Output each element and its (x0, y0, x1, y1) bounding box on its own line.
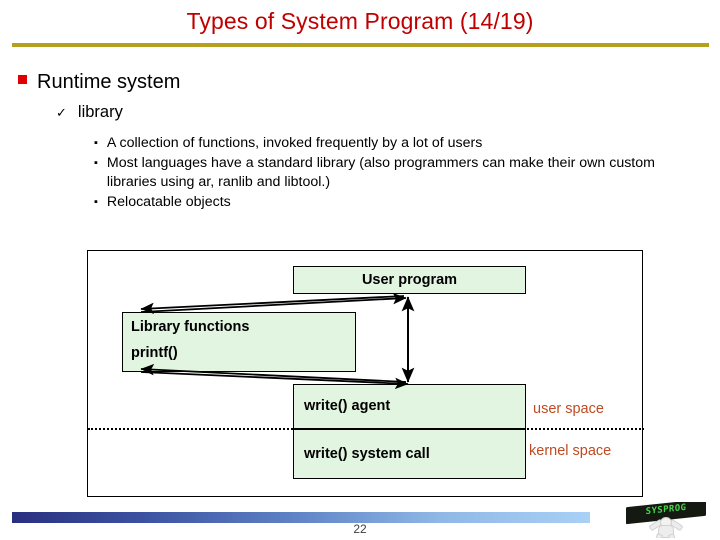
check-bullet-icon: ✓ (56, 105, 67, 120)
diagram-box-user-program-label: User program (361, 272, 458, 288)
small-square-bullet-icon: ▪ (94, 157, 98, 169)
user-kernel-space-divider (88, 428, 644, 430)
page-number: 22 (353, 522, 367, 536)
bullet-level1-runtime-system: Runtime system (18, 72, 180, 92)
logo-figure-icon (648, 517, 684, 538)
diagram-box-library-functions: Library functions printf() (122, 312, 356, 372)
bullet-level2-library: ✓ library (56, 104, 123, 121)
small-square-bullet-icon: ▪ (94, 196, 98, 208)
diagram-box-write-system-call-label: write() system call (304, 446, 430, 462)
list-item-label: Most languages have a standard library (… (106, 155, 655, 190)
footer-gradient-bar (12, 512, 590, 523)
square-bullet-icon (18, 75, 27, 84)
diagram-box-write-agent: write() agent (293, 384, 526, 429)
list-item-label: A collection of functions, invoked frequ… (106, 135, 483, 151)
diagram-box-printf-label: printf() (131, 345, 178, 361)
diagram-box-user-program: User program (293, 266, 526, 294)
list-item: ▪ A collection of functions, invoked fre… (94, 134, 684, 153)
list-item-label: Relocatable objects (106, 194, 231, 210)
kernel-space-label: kernel space (529, 443, 612, 459)
architecture-diagram: User program Library functions printf() … (87, 250, 644, 497)
small-square-bullet-icon: ▪ (94, 137, 98, 149)
list-item: ▪ Most languages have a standard library… (94, 154, 684, 192)
bullet-level1-label: Runtime system (37, 71, 181, 93)
arrow-user-program-to-library-functions (140, 292, 407, 315)
bullet-level2-label: library (77, 103, 123, 121)
diagram-box-write-system-call: write() system call (293, 429, 526, 479)
title-divider (12, 43, 709, 47)
sysprog-logo: SYSPROG (618, 502, 714, 538)
diagram-box-library-functions-label: Library functions (131, 319, 250, 335)
bullet-level3-list: ▪ A collection of functions, invoked fre… (94, 134, 684, 213)
list-item: ▪ Relocatable objects (94, 193, 684, 212)
user-space-label: user space (533, 401, 604, 417)
page-title: Types of System Program (14/19) (186, 8, 534, 34)
diagram-box-write-agent-label: write() agent (304, 398, 391, 414)
